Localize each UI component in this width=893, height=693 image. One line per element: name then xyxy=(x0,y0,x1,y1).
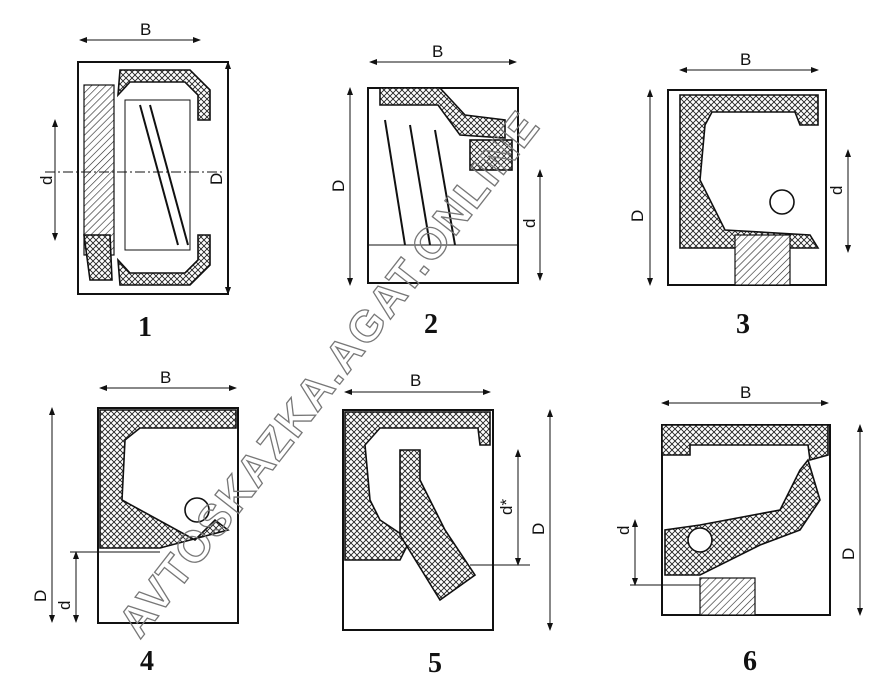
dimension-d-star-label: d* xyxy=(497,499,516,515)
figure-number: 3 xyxy=(736,309,750,340)
dimension-D-label: D xyxy=(329,180,348,192)
dimension-D-label: D xyxy=(628,210,647,222)
dimension-D-label: D xyxy=(529,523,548,535)
figure-number: 6 xyxy=(743,646,757,677)
dimension-D-label: D xyxy=(207,173,226,185)
dimension-b-label: B xyxy=(432,42,443,61)
dimension-d-label: d xyxy=(827,186,846,195)
figure-5: B D d* 5 xyxy=(342,371,553,679)
dimension-d-label: d xyxy=(55,601,74,610)
figure-number: 5 xyxy=(428,648,442,679)
dimension-b-label: B xyxy=(160,368,171,387)
dimension-b-label: B xyxy=(410,371,421,390)
dimension-b-label: B xyxy=(740,50,751,69)
figure-1: B d D 1 xyxy=(37,20,231,343)
dimension-d-label: d xyxy=(37,176,56,185)
dimension-D-label: D xyxy=(31,590,50,602)
figure-number: 1 xyxy=(138,312,152,343)
figure-2: B D d 2 xyxy=(329,42,543,340)
dimension-D-label: D xyxy=(839,548,858,560)
figure-number: 2 xyxy=(424,309,438,340)
figure-6: B D d 6 xyxy=(614,383,863,677)
figure-4: B D d 4 xyxy=(31,368,239,677)
figure-3: B D d 3 xyxy=(628,50,851,340)
dimension-d-label: d xyxy=(614,526,633,535)
figure-number: 4 xyxy=(140,646,154,677)
dimension-b-label: B xyxy=(740,383,751,402)
dimension-b-label: B xyxy=(140,20,151,39)
dimension-d-label: d xyxy=(520,219,539,228)
